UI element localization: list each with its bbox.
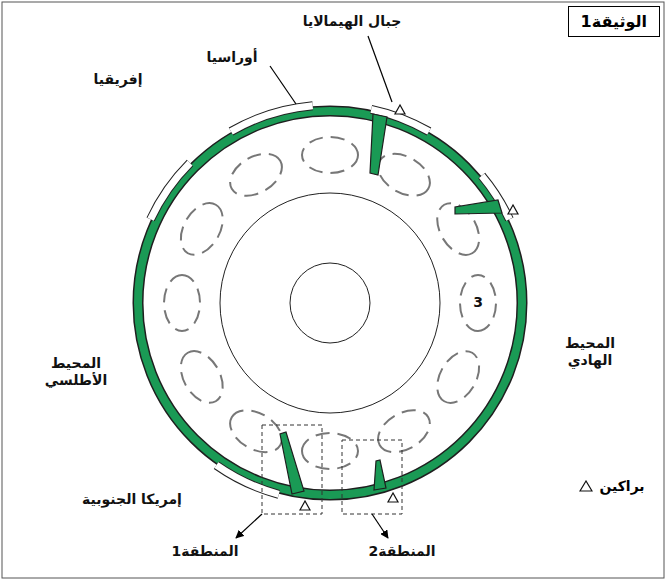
lithosphere — [138, 111, 522, 495]
continent-label: أوراسيا — [206, 49, 257, 67]
outer-core — [220, 193, 440, 413]
volcano-swatch — [579, 480, 593, 492]
continent-label: إمريكا الجنوبية — [82, 491, 182, 509]
convection-currents — [164, 137, 496, 469]
crust-outline — [138, 111, 522, 495]
zone-label: المنطقة2 — [368, 543, 435, 561]
zone-label: المنطقة1 — [171, 543, 238, 561]
continent-label: إفريقيا — [94, 71, 143, 89]
mountain-label: جبال الهيمالايا — [303, 13, 402, 31]
document-title: الوثيقة1 — [568, 6, 660, 37]
title-text: الوثيقة1 — [581, 12, 647, 31]
ocean-label: المحيط الهادي — [550, 335, 630, 370]
leader-lines — [236, 36, 392, 538]
zone-frames — [262, 425, 402, 514]
volcano-symbols — [300, 105, 518, 510]
ocean-label: المحيط الأطلسي — [36, 355, 116, 390]
callout-number: 3 — [471, 294, 485, 312]
legend-text: براكين — [599, 478, 644, 494]
continents — [151, 106, 510, 495]
legend-entry: براكين — [579, 478, 644, 494]
mantle — [138, 111, 522, 495]
subduction-slabs — [280, 114, 502, 494]
inner-core — [290, 263, 370, 343]
